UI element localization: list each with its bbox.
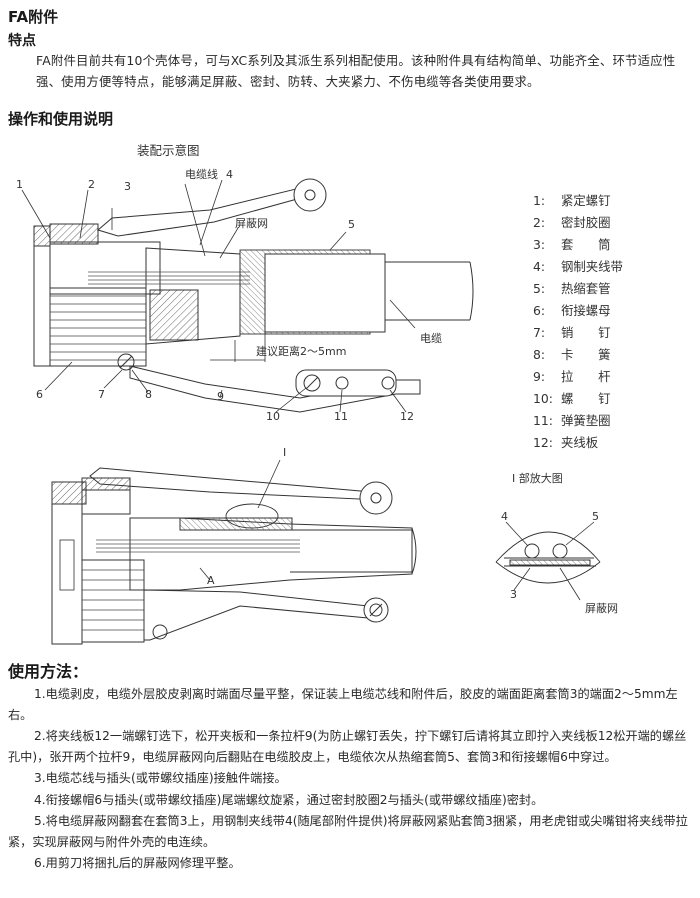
legend-number: 6: <box>533 303 546 318</box>
legend-item: 4: 钢制夹线带 <box>533 256 623 278</box>
usage-steps: 1.电缆剥皮，电缆外层胶皮剥离时端面尽量平整，保证装上电缆芯线和附件后，胶皮的端… <box>8 684 692 875</box>
legend-part-name: 钢制夹线带 <box>561 259 623 274</box>
diagram-title: 装配示意图 <box>137 143 200 158</box>
legend-number: 9: <box>533 369 546 384</box>
usage-step: 5.将电缆屏蔽网翻套在套筒3上，用钢制夹线带4(随尾部附件提供)将屏蔽网紧贴套筒… <box>8 814 688 849</box>
legend-item: 2: 密封胶圈 <box>533 212 623 234</box>
legend-part-name: 紧定螺钉 <box>561 193 611 208</box>
features-title: 特点 <box>8 33 36 49</box>
label-cable: 电缆 <box>420 332 442 345</box>
clamp-plate <box>295 369 397 397</box>
legend-number: 7: <box>533 325 546 340</box>
legend-part-name: 夹线板 <box>561 435 599 450</box>
callout-8: 8 <box>145 388 152 401</box>
usage-step: 4.衔接螺帽6与插头(或带螺纹插座)尾端螺纹旋紧，通过密封胶圈2与插头(或带螺纹… <box>34 792 544 807</box>
legend-item: 3: 套 筒 <box>533 234 623 256</box>
sleeve <box>145 247 241 345</box>
legend-number: 5: <box>533 281 546 296</box>
legend-number: 4: <box>533 259 546 274</box>
callout-11: 11 <box>334 410 348 423</box>
operation-title: 操作和使用说明 <box>8 110 114 128</box>
legend-item: 9: 拉 杆 <box>533 366 623 388</box>
legend-item: 7: 销 钉 <box>533 322 623 344</box>
assembly-drawing: 电缆线 屏蔽网 电缆 建议距离2～5mm I I 部放大图 A 屏蔽网 1 2 … <box>16 167 618 645</box>
callout-6: 6 <box>36 388 43 401</box>
legend-number: 3: <box>533 237 546 252</box>
legend-item: 10: 螺 钉 <box>533 388 623 410</box>
legend-part-name: 密封胶圈 <box>561 215 611 230</box>
callout-10: 10 <box>266 410 280 423</box>
legend-part-name: 拉 杆 <box>561 369 611 384</box>
lower-lever <box>129 365 421 413</box>
legend-number: 12: <box>533 435 553 450</box>
label-detail-title: I 部放大图 <box>512 471 563 485</box>
legend-item: 6: 衔接螺母 <box>533 300 623 322</box>
label-shield-net: 屏蔽网 <box>235 217 268 230</box>
legend-number: 2: <box>533 215 546 230</box>
legend-part-name: 弹簧垫圈 <box>561 413 611 428</box>
legend-part-name: 螺 钉 <box>561 391 611 406</box>
legend-item: 11: 弹簧垫圈 <box>533 410 623 432</box>
legend-part-name: 衔接螺母 <box>561 303 611 318</box>
usage-step: 1.电缆剥皮，电缆外层胶皮剥离时端面尽量平整，保证装上电缆芯线和附件后，胶皮的端… <box>8 687 678 722</box>
features-text: FA附件目前共有10个壳体号，可与XC系列及其派生系列相配使用。该种附件具有结构… <box>36 53 676 89</box>
connector-body <box>33 225 51 367</box>
usage-step: 3.电缆芯线与插头(或带螺纹插座)接触件端接。 <box>34 771 287 785</box>
upper-lever <box>96 187 309 237</box>
detail-callout-3: 3 <box>510 588 517 601</box>
legend-part-name: 套 筒 <box>561 237 611 252</box>
label-cable-core: 电缆线 <box>185 167 218 181</box>
legend-item: 5: 热缩套管 <box>533 278 623 300</box>
callout-12: 12 <box>400 410 414 423</box>
lower-assembly <box>51 459 417 645</box>
legend-number: 10: <box>533 391 553 406</box>
callout-9: 9 <box>217 390 224 403</box>
label-detail-marker: I <box>283 446 286 459</box>
callout-2: 2 <box>88 178 95 191</box>
usage-step: 2.将夹线板12一端螺钉选下，松开夹板和一条拉杆9(为防止螺钉丢失，拧下螺钉后请… <box>8 729 687 764</box>
callout-5: 5 <box>348 218 355 231</box>
callout-1: 1 <box>16 178 23 191</box>
callout-3: 3 <box>124 180 131 193</box>
legend-item: 8: 卡 簧 <box>533 344 623 366</box>
parts-legend: 1: 紧定螺钉 2: 密封胶圈 3: 套 筒 4: 钢制夹线带 5: 热缩套管 6: 衔接螺母 7: 销 … <box>533 190 623 454</box>
label-arrow-a: A <box>207 574 215 587</box>
callout-7: 7 <box>98 388 105 401</box>
legend-number: 11: <box>533 413 553 428</box>
legend-part-name: 销 钉 <box>561 325 611 340</box>
detail-callout-5: 5 <box>592 510 599 523</box>
usage-title: 使用方法： <box>8 662 89 681</box>
detail-enlarged <box>495 521 601 601</box>
label-detail-shield: 屏蔽网 <box>585 602 618 615</box>
detail-callout-4: 4 <box>501 510 508 523</box>
usage-step: 6.用剪刀将捆扎后的屏蔽网修理平整。 <box>34 856 241 870</box>
heat-shrink-tube <box>264 253 386 333</box>
legend-item: 1: 紧定螺钉 <box>533 190 623 212</box>
coupling-nut <box>49 287 147 367</box>
page-heading: FA附件 <box>8 8 59 26</box>
legend-part-name: 卡 簧 <box>561 347 611 362</box>
label-distance: 建议距离2～5mm <box>256 344 346 358</box>
legend-item: 12: 夹线板 <box>533 432 623 454</box>
legend-part-name: 热缩套管 <box>561 281 611 296</box>
legend-number: 1: <box>533 193 546 208</box>
callout-4: 4 <box>226 168 233 181</box>
upper-assembly <box>21 178 474 413</box>
legend-number: 8: <box>533 347 546 362</box>
